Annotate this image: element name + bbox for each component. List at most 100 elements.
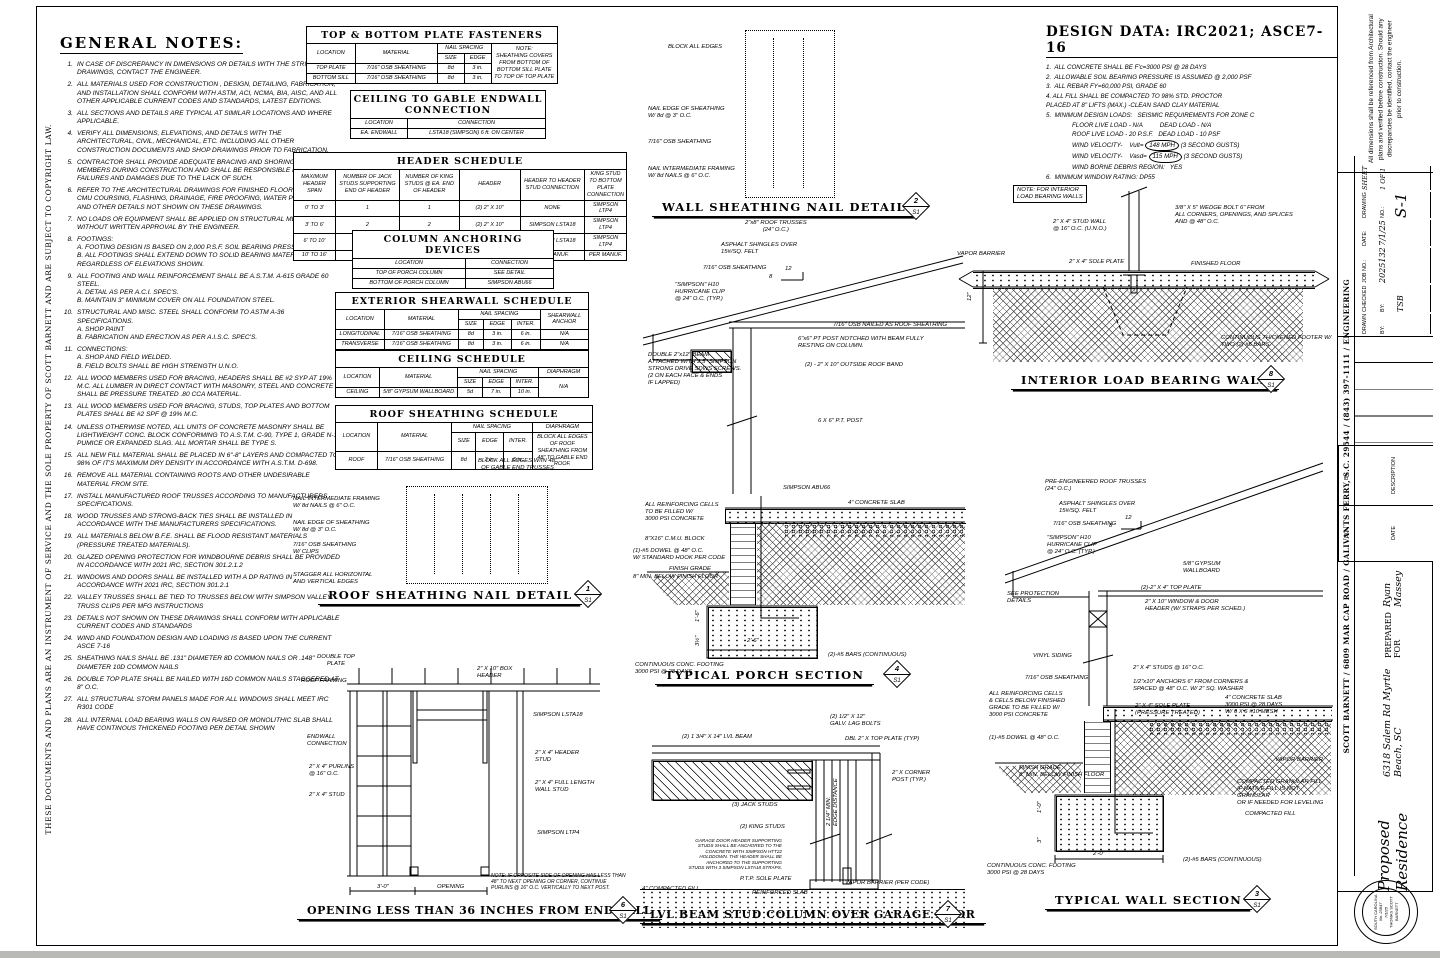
note-text: UNLESS OTHERWISE NOTED, ALL UNITS OF CON… [77,423,340,447]
callout-label: 1'-0" [1037,801,1043,813]
revision-block: BY DESCRIPTION NO. DATE [1338,336,1433,562]
note-text: INSTALL MANUFACTURED ROOF TRUSSES ACCORD… [77,492,328,508]
table-title: TOP & BOTTOM PLATE FASTENERS [306,26,558,44]
callout-label: 2" X 10" BOX HEADER [477,666,513,679]
note-text: WOOD TRUSSES AND STRONG-BACK TIES SHALL … [77,513,293,529]
callout-label: STAGGER ALL HORIZONTAL AND VERTICAL EDGE… [293,572,373,585]
general-note-item: 1. IN CASE OF DISCREPANCY IN DIMENSIONS … [60,61,340,77]
note-number: 3. [67,109,74,117]
callout-label: 7/16" OSB SHEATHING [1053,521,1117,527]
sheathing-panel-graphic [406,486,548,584]
callout-label: 3'-0" [377,884,389,890]
seal-text: SOUTH CAROLINA No. 23847 7/1/25 THOMAS S… [1373,894,1399,930]
callout-label: CONTINUOUS CONC. FOOTING 3000 PSI @ 28 D… [635,662,724,675]
callout-label: NAIL EDGE OF SHEATHING W/ 8d @ 3" O.C. [648,106,725,119]
callout-label: 8"X16" C.M.U. BLOCK [645,536,705,542]
design-debris-line: WIND BORNE DEBRIS REGION: YES [1072,164,1183,172]
callout-label: 2" X 4" SOLE PLATE [1069,259,1125,265]
callout-label: ENDWALL CONNECTION [307,734,347,747]
callout-label: NOTE: IF OPPOSITE SIDE OF OPENING HAS LE… [491,873,626,891]
note-text: ALL WOOD MEMBERS USED FOR BRACING, HEADE… [77,374,334,399]
note-number: 8. [67,236,74,244]
callout-label: FINISH GRADE [669,566,711,572]
note-number: 25. [63,655,73,663]
callout-label: 8 [1109,523,1113,529]
drawing-no-field: DRAWING NO.: S-1 [1356,191,1431,219]
detail-title: OPENING LESS THAN 36 INCHES FROM ENDWALL [297,904,663,920]
note-text: GLAZED OPENING PROTECTION FOR WINDBOURNE… [77,553,340,569]
general-note-item: 21. WINDOWS AND DOORS SHALL BE INSTALLED… [60,574,340,590]
callout-label: 7/16" OSB SHEATHING [703,265,767,271]
general-note-item: 11. CONNECTIONS: A. SHOP AND FIELD WELDE… [60,346,340,371]
callout-label: (2) - 2" X 10" OUTSIDE ROOF BAND [805,362,904,368]
note-text: DETAILS NOT SHOWN ON THESE DRAWINGS SHAL… [77,614,340,630]
design-note: 5. MINIMUM DESIGN LOADS: SEISMIC REQUIRE… [1046,112,1255,120]
drawn-by-field: DRAWN BY: [1356,313,1431,334]
callout-label: 8" MIN. BELOW FINISH FLOOR [633,574,719,580]
column-anchoring-table: COLUMN ANCHORING DEVICES LOCATION CONNEC… [352,230,554,289]
callout-label: FINISH GRADE 8" MIN. BELOW FINISH FLOOR [1019,765,1105,778]
callout-label: (2)-#5 BARS (CONTINUOUS) [828,652,907,658]
callout-label: "SIMPSON" H10 HURRICANE CLIP @ 24" O.C. … [1047,535,1097,555]
callout-label: CONTINUOUS CONC. FOOTING 3000 PSI @ 28 D… [987,863,1076,876]
design-note: 1. ALL CONCRETE SHALL BE F'c=3000 PSI @ … [1046,64,1207,71]
note-number: 12. [63,374,73,382]
callout-label: COMPACTED FILL [1245,811,1296,817]
note-number: 9. [67,272,74,280]
note-number: 27. [63,696,73,704]
firm-line: SCOTT BARNETT / 6809 MAR CAP ROAD / GALI… [1341,278,1351,754]
callout-label: BLOCK ALL EDGES W/IN 48" OF GABLE END TR… [478,458,558,471]
note-number: 28. [63,716,73,724]
general-note-item: 22. VALLEY TRUSSES SHALL BE TIED TO TRUS… [60,594,340,610]
note-text: VERIFY ALL DIMENSIONS, ELEVATIONS, AND D… [77,130,329,154]
general-note-item: 15. ALL NEW FILL MATERIAL SHALL BE PLACE… [60,452,340,468]
note-text: CONNECTIONS: A. SHOP AND FIELD WELDED. B… [77,346,239,370]
callout-label: VAPOR BARRIER [957,251,1006,257]
callout-label: 8 [769,274,773,280]
callout-label: ROOF FRAMING [301,678,347,684]
general-note-item: 14. UNLESS OTHERWISE NOTED, ALL UNITS OF… [60,424,340,449]
note-text: WINDOWS AND DOORS SHALL BE INSTALLED WIT… [77,574,293,590]
general-note-item: 17. INSTALL MANUFACTURED ROOF TRUSSES AC… [60,493,340,509]
callout-label: 2" X 4" STUD [309,792,345,798]
callout-label: 3/8" X 5" WEDGE BOLT 6" FROM ALL CORNERS… [1175,205,1293,225]
note-text: REMOVE ALL MATERIAL CONTAINING ROOTS AND… [77,472,310,488]
callout-label: SIMPSON ABU66 [783,485,831,491]
callout-label: 2'-0" [1093,851,1105,857]
general-note-item: 20. GLAZED OPENING PROTECTION FOR WINDBO… [60,554,340,570]
callout-label: 4" COMPACTED FILL [642,886,700,892]
general-note-item: 5. CONTRACTOR SHALL PROVIDE ADEQUATE BRA… [60,159,340,184]
callout-label: NOTE: FOR INTERIOR LOAD BEARING WALLS [1013,185,1087,203]
callout-label: "SIMPSON" H10 HURRICANE CLIP @ 24" O.C. … [675,282,725,302]
gable-connection-table: CEILING TO GABLE ENDWALL CONNECTION LOCA… [350,90,546,139]
fasteners-table: TOP & BOTTOM PLATE FASTENERS LOCATION MA… [306,26,559,84]
callout-label: 12 [1125,515,1132,521]
general-note-item: 13. ALL WOOD MEMBERS USED FOR BRACING, S… [60,403,340,419]
general-note-item: 28. ALL INTERNAL LOAD BEARING WALLS ON R… [60,717,340,733]
callout-label: 2'-6" [747,638,759,644]
callout-label: 2 1/4" MIN. EDGE DISTANCE [826,778,839,826]
callout-label: (2) 1 3/4" X 14" LVL BEAM [682,734,752,740]
general-note-item: 3. ALL SECTIONS AND DETAILS ARE TYPICAL … [60,110,340,126]
note-number: 4. [67,130,74,138]
callout-label: 2" X 4" SOLE PLATE (PRESSURE TREATED) [1135,703,1201,716]
note-number: 21. [63,574,73,582]
note-text: STRUCTURAL AND MISC. STEEL SHALL CONFORM… [77,309,285,341]
note-number: 5. [67,158,74,166]
note-number: 15. [63,452,73,460]
design-note: 4. ALL FILL SHALL BE COMPACTED TO 98% ST… [1046,92,1223,110]
callout-label: 1'-6" [695,610,701,622]
note-number: 24. [63,635,73,643]
general-note-item: 27. ALL STRUCTURAL STORM PANELS MADE FOR… [60,696,340,712]
firm-strip: SCOTT BARNETT / 6809 MAR CAP ROAD / GALI… [1338,156,1355,876]
note-number: 7. [67,215,74,223]
general-note-item: 24. WIND AND FOUNDATION DESIGN AND LOADI… [60,635,340,651]
